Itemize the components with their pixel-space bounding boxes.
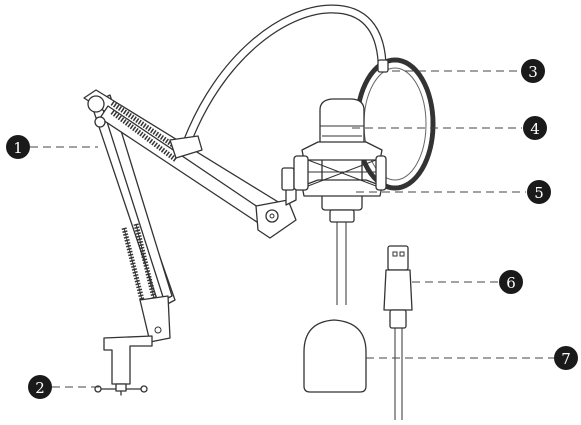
callout-4: 4 — [523, 116, 547, 140]
scissor-arm-stand — [83, 89, 297, 396]
callout-1-label: 1 — [13, 139, 23, 157]
callout-5-label: 5 — [534, 184, 544, 202]
pop-filter — [354, 57, 436, 191]
callout-6-label: 6 — [506, 274, 516, 292]
leader-lines — [30, 70, 560, 388]
callout-7: 7 — [554, 346, 578, 370]
callout-3: 3 — [521, 59, 545, 83]
foam-windscreen — [303, 319, 367, 393]
callout-2: 2 — [28, 375, 52, 399]
shock-mount — [293, 141, 387, 197]
callout-3-label: 3 — [528, 63, 538, 81]
callout-2-label: 2 — [35, 379, 45, 397]
callout-6: 6 — [499, 270, 523, 294]
callout-5: 5 — [527, 180, 551, 204]
callout-4-label: 4 — [530, 120, 540, 138]
callout-1: 1 — [6, 135, 30, 159]
pop-filter-gooseneck — [181, 4, 387, 150]
callout-7-label: 7 — [561, 350, 571, 368]
microphone — [319, 98, 365, 305]
usb-cable — [383, 245, 413, 420]
